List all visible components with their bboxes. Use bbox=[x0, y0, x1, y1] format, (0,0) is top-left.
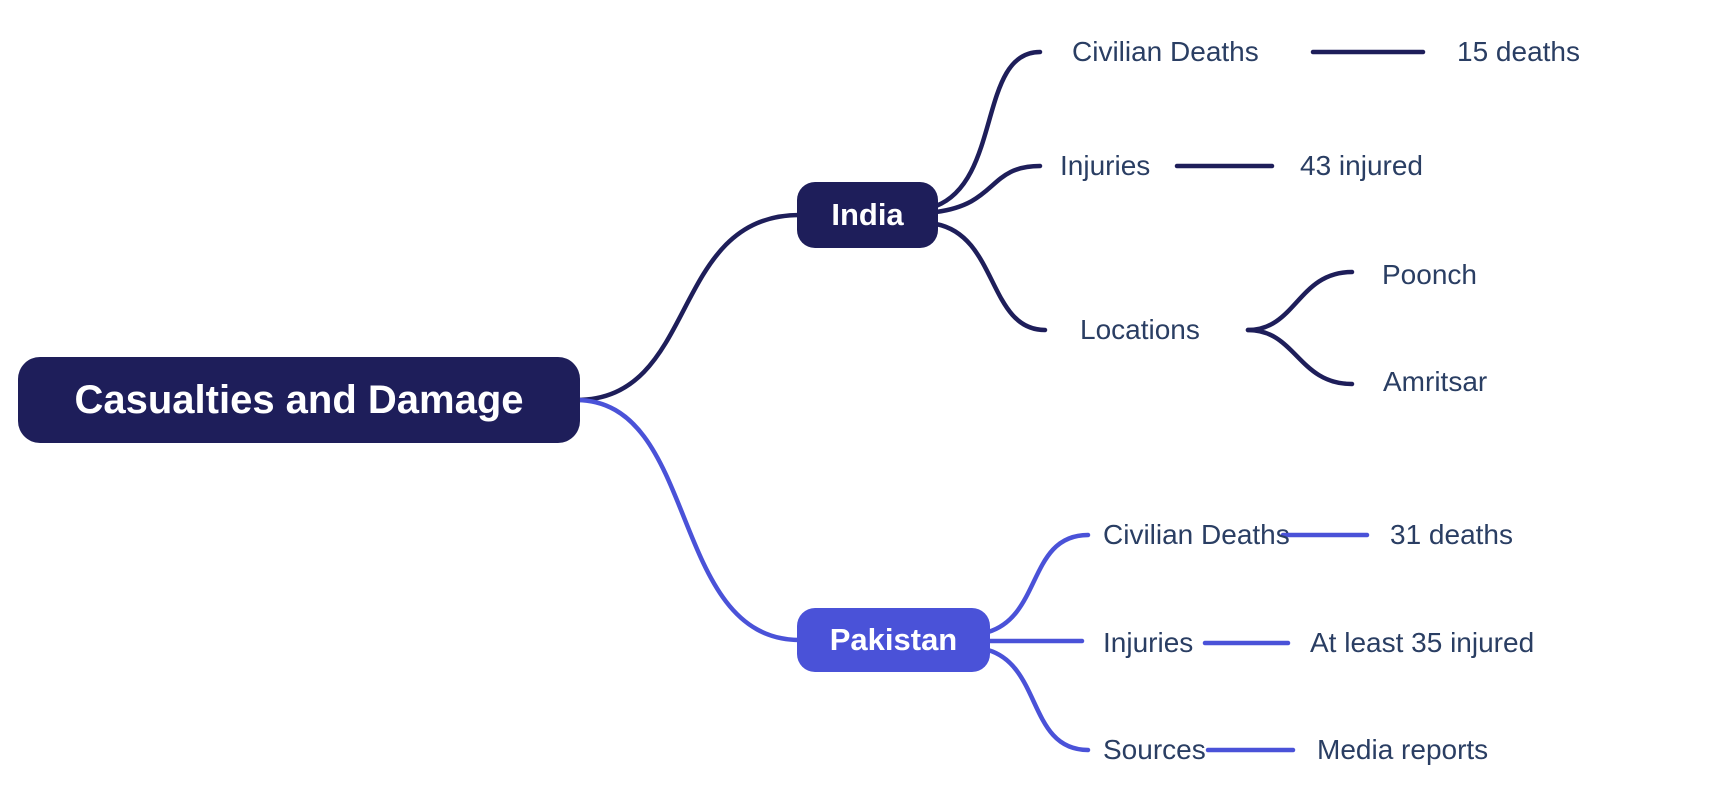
node-pakistan-injuries[interactable]: Injuries bbox=[1103, 626, 1194, 658]
edge-root-india bbox=[573, 212, 803, 403]
edge-pakistan-sources bbox=[985, 647, 1091, 753]
node-india-locations[interactable]: Locations bbox=[1080, 313, 1200, 345]
node-pakistan-sources[interactable]: Sources bbox=[1103, 733, 1206, 765]
edge-india-locations bbox=[933, 221, 1048, 333]
value-india-civilian-deaths[interactable]: 15 deaths bbox=[1457, 35, 1580, 67]
node-india[interactable]: India bbox=[797, 182, 938, 248]
node-pakistan[interactable]: Pakistan bbox=[797, 608, 990, 672]
node-location-poonch[interactable]: Poonch bbox=[1382, 258, 1477, 290]
edge-pakistan-civilian-deaths bbox=[985, 532, 1091, 635]
edge-locations-poonch bbox=[1245, 269, 1355, 333]
node-india-injuries[interactable]: Injuries bbox=[1060, 149, 1151, 181]
edge-india-injuries bbox=[933, 163, 1043, 215]
node-india-civilian-deaths[interactable]: Civilian Deaths bbox=[1072, 35, 1259, 67]
edge-india-civilian-deaths bbox=[933, 49, 1043, 209]
value-pakistan-civilian-deaths[interactable]: 31 deaths bbox=[1390, 518, 1513, 550]
value-india-injuries[interactable]: 43 injured bbox=[1300, 149, 1423, 181]
node-root[interactable]: Casualties and Damage bbox=[18, 357, 580, 443]
node-location-amritsar[interactable]: Amritsar bbox=[1383, 365, 1488, 397]
edge-root-pakistan bbox=[573, 397, 803, 643]
value-pakistan-sources[interactable]: Media reports bbox=[1317, 733, 1489, 765]
edge-locations-amritsar bbox=[1245, 327, 1355, 387]
node-pakistan-civilian-deaths[interactable]: Civilian Deaths bbox=[1103, 518, 1290, 550]
value-pakistan-injuries[interactable]: At least 35 injured bbox=[1310, 626, 1535, 658]
